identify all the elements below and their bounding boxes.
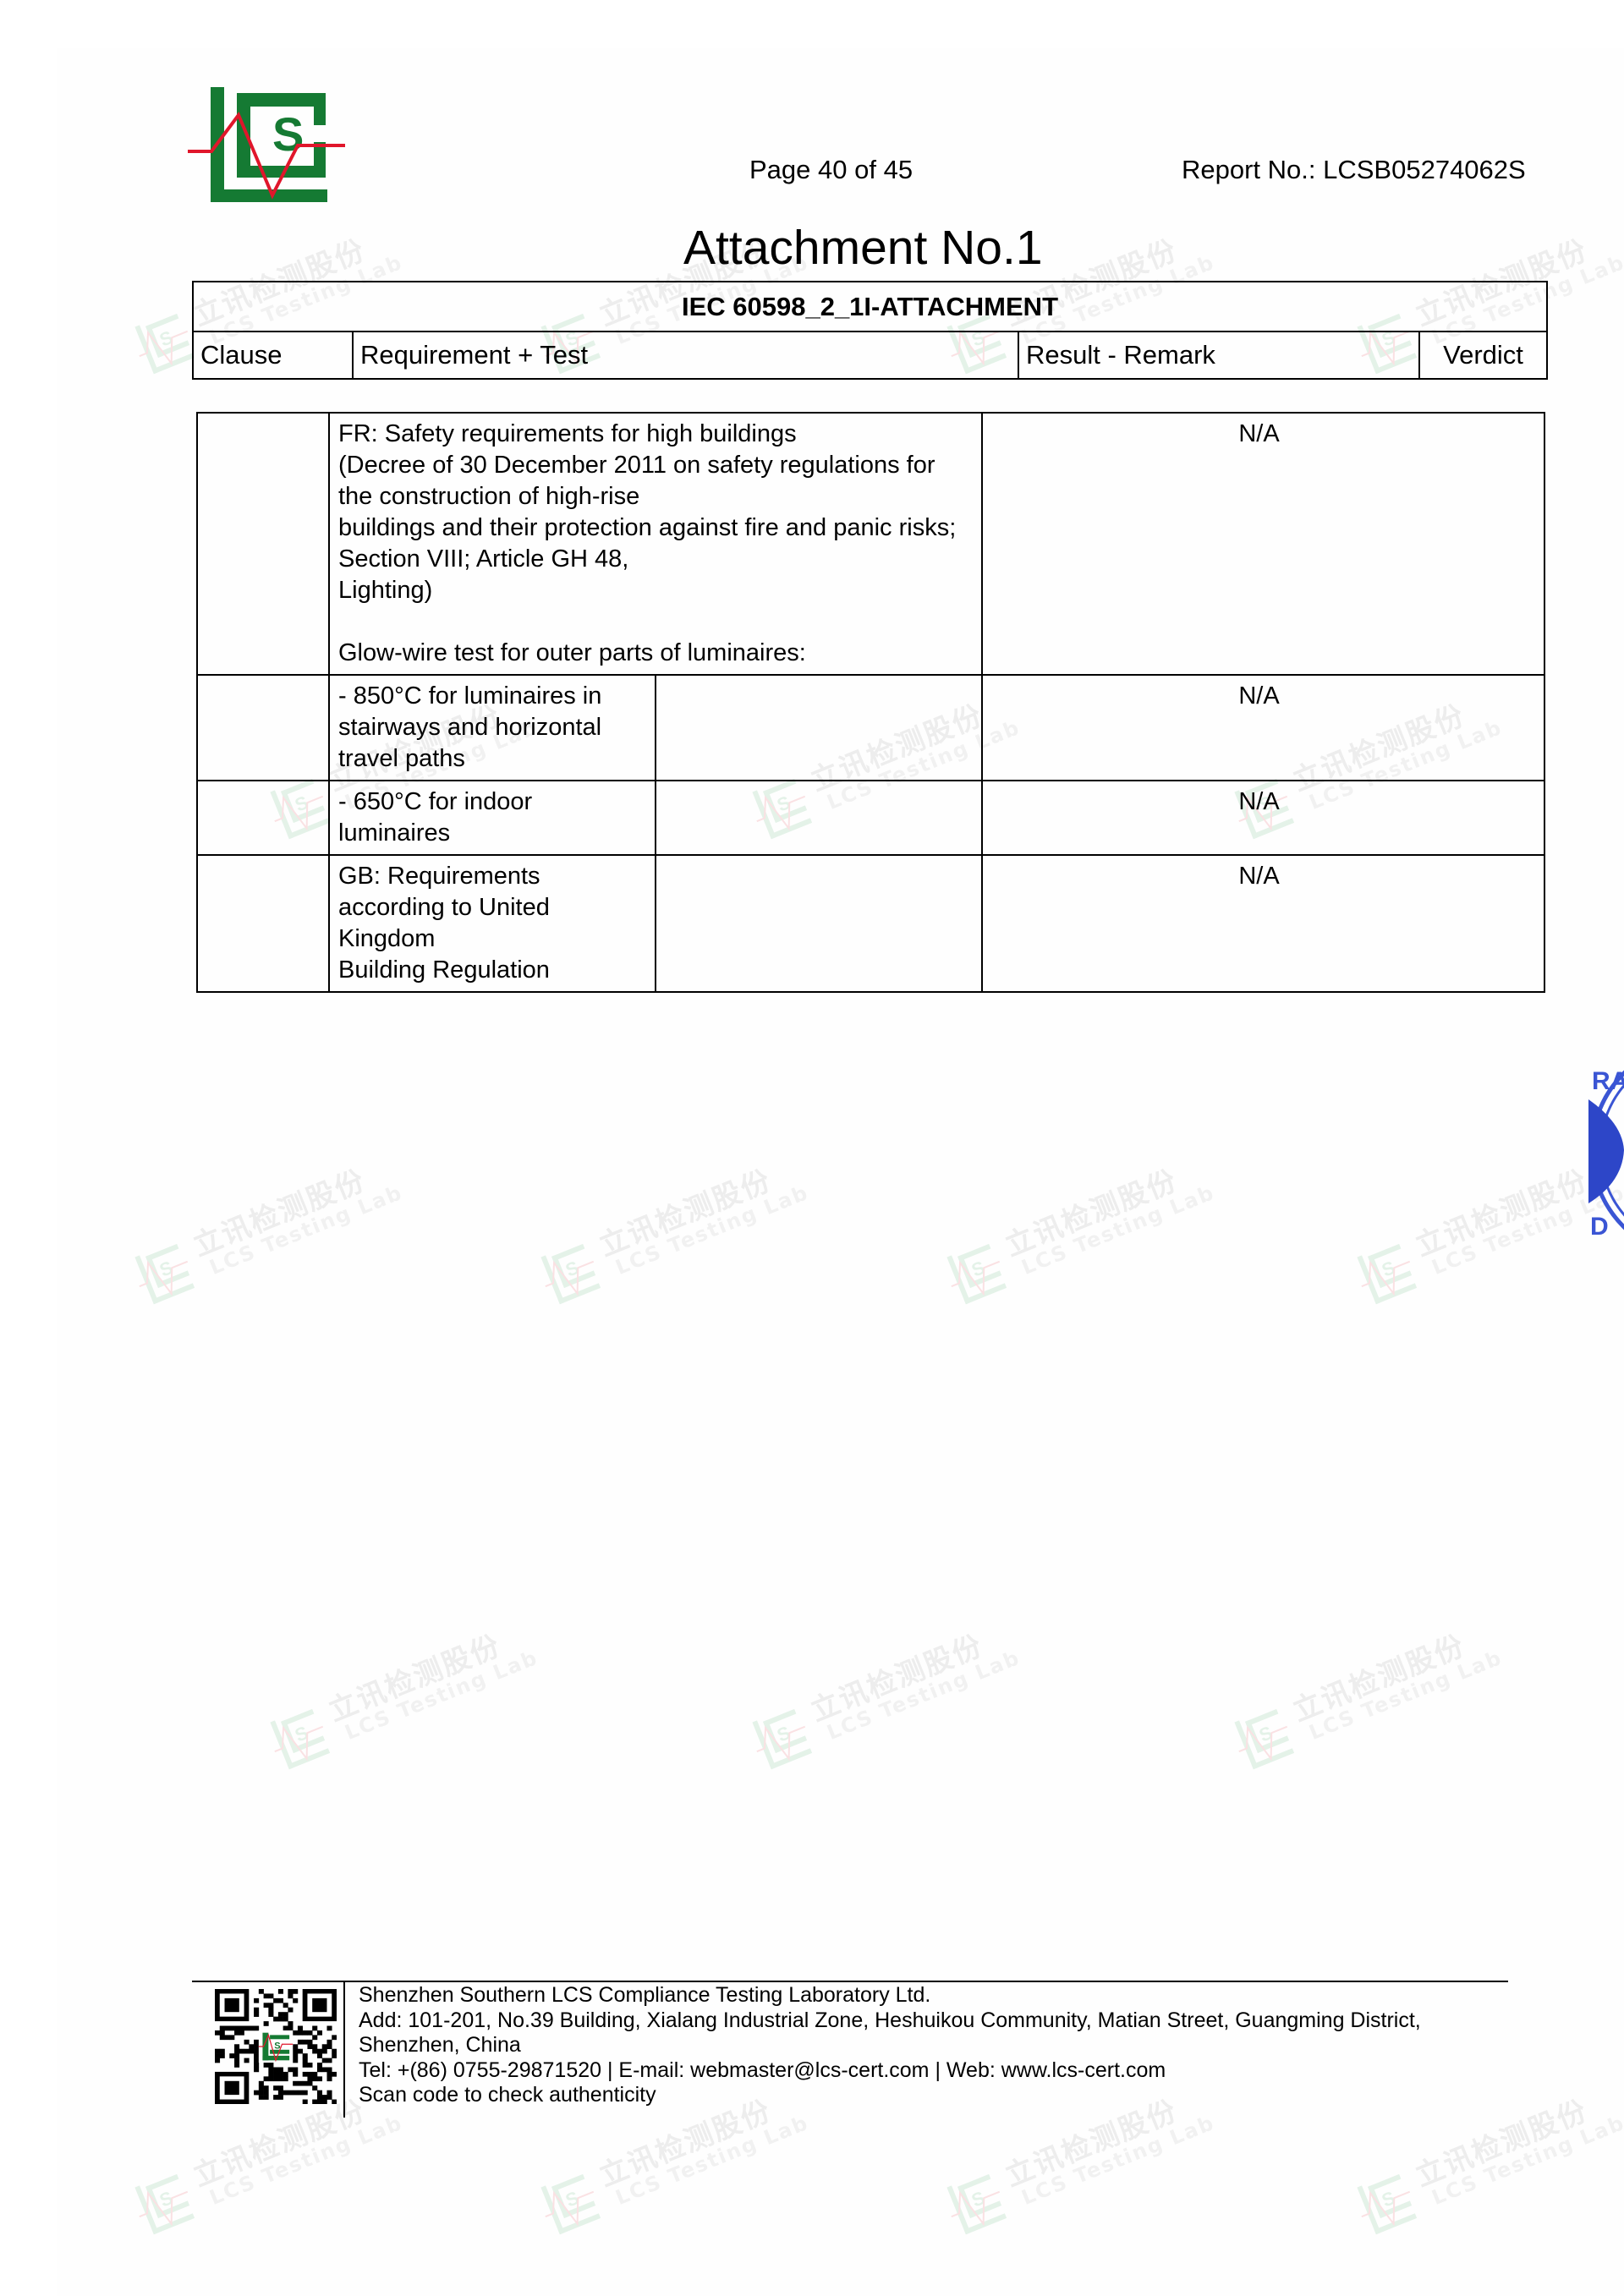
table-row: GB: Requirements according to United Kin…: [196, 854, 1545, 993]
footer-company: Shenzhen Southern LCS Compliance Testing…: [359, 1983, 931, 2007]
footer-city: Shenzhen, China: [359, 2033, 521, 2057]
footer-divider: [192, 1981, 1508, 1982]
verdict-cell: N/A: [981, 412, 1545, 676]
requirement-line: Glow-wire test for outer parts of lumina…: [338, 639, 806, 666]
footer-separator: [343, 1982, 345, 2118]
verdict-cell: N/A: [981, 780, 1545, 856]
lcs-logo-icon: S: [188, 85, 345, 205]
column-header-verdict: Verdict: [1443, 340, 1523, 370]
requirement-line: travel paths: [338, 745, 465, 772]
clause-cell: [196, 854, 330, 993]
qr-code-icon[interactable]: S: [215, 1989, 337, 2105]
column-header-result: Result - Remark: [1019, 332, 1420, 378]
requirement-line: (Decree of 30 December 2011 on safety re…: [338, 452, 935, 510]
clause-cell: [196, 412, 330, 676]
requirement-cell: - 850°C for luminaires in stairways and …: [328, 674, 656, 781]
result-cell: [655, 780, 983, 856]
result-cell: [655, 674, 983, 781]
column-headers: Clause Requirement + Test Result - Remar…: [194, 332, 1546, 378]
requirement-line: [338, 606, 973, 638]
clause-cell: [196, 780, 330, 856]
footer-address: Add: 101-201, No.39 Building, Xialang In…: [359, 2008, 1421, 2032]
clause-cell: [196, 674, 330, 781]
attachment-title: Attachment No.1: [683, 221, 1043, 275]
svg-text:D: D: [1590, 1213, 1609, 1241]
verdict-cell: N/A: [981, 674, 1545, 781]
requirement-line: Building Regulation: [338, 956, 550, 984]
requirement-line: Lighting): [338, 577, 433, 604]
column-header-requirement: Requirement + Test: [354, 332, 1019, 378]
verdict-cell: N/A: [981, 854, 1545, 993]
requirement-line: GB: Requirements according to United Kin…: [338, 863, 550, 952]
requirement-line: - 850°C for luminaires in stairways and …: [338, 682, 602, 741]
page-number: Page 40 of 45: [749, 155, 914, 184]
requirement-line: buildings and their protection against f…: [338, 514, 957, 573]
table-header: IEC 60598_2_1I-ATTACHMENT Clause Require…: [192, 281, 1548, 380]
company-stamp-icon: RA D: [1588, 1038, 1624, 1263]
page-background: [57, 48, 1624, 2296]
requirement-line: FR: Safety requirements for high buildin…: [338, 420, 797, 447]
footer-contact-line: Tel: +(86) 0755-29871520 | E-mail: webma…: [359, 2058, 1166, 2082]
requirement-line: - 650°C for indoor luminaires: [338, 788, 533, 847]
table-row: FR: Safety requirements for high buildin…: [196, 412, 1545, 676]
table-row: - 850°C for luminaires in stairways and …: [196, 674, 1545, 781]
footer-contact: Shenzhen Southern LCS Compliance Testing…: [359, 1983, 1421, 2108]
report-number: Report No.: LCSB05274062S: [1182, 155, 1526, 184]
requirements-table: FR: Safety requirements for high buildin…: [196, 412, 1545, 993]
column-header-clause: Clause: [194, 332, 354, 378]
footer-scan-note: Scan code to check authenticity: [359, 2083, 656, 2107]
svg-text:S: S: [272, 107, 304, 161]
table-row: - 650°C for indoor luminaires N/A: [196, 780, 1545, 856]
result-cell: [655, 854, 983, 993]
requirement-cell: - 650°C for indoor luminaires: [328, 780, 656, 856]
requirement-cell: GB: Requirements according to United Kin…: [328, 854, 656, 993]
requirement-cell: FR: Safety requirements for high buildin…: [328, 412, 983, 676]
svg-text:S: S: [274, 2041, 280, 2052]
table-title: IEC 60598_2_1I-ATTACHMENT: [194, 282, 1546, 332]
svg-text:RA: RA: [1592, 1067, 1624, 1095]
